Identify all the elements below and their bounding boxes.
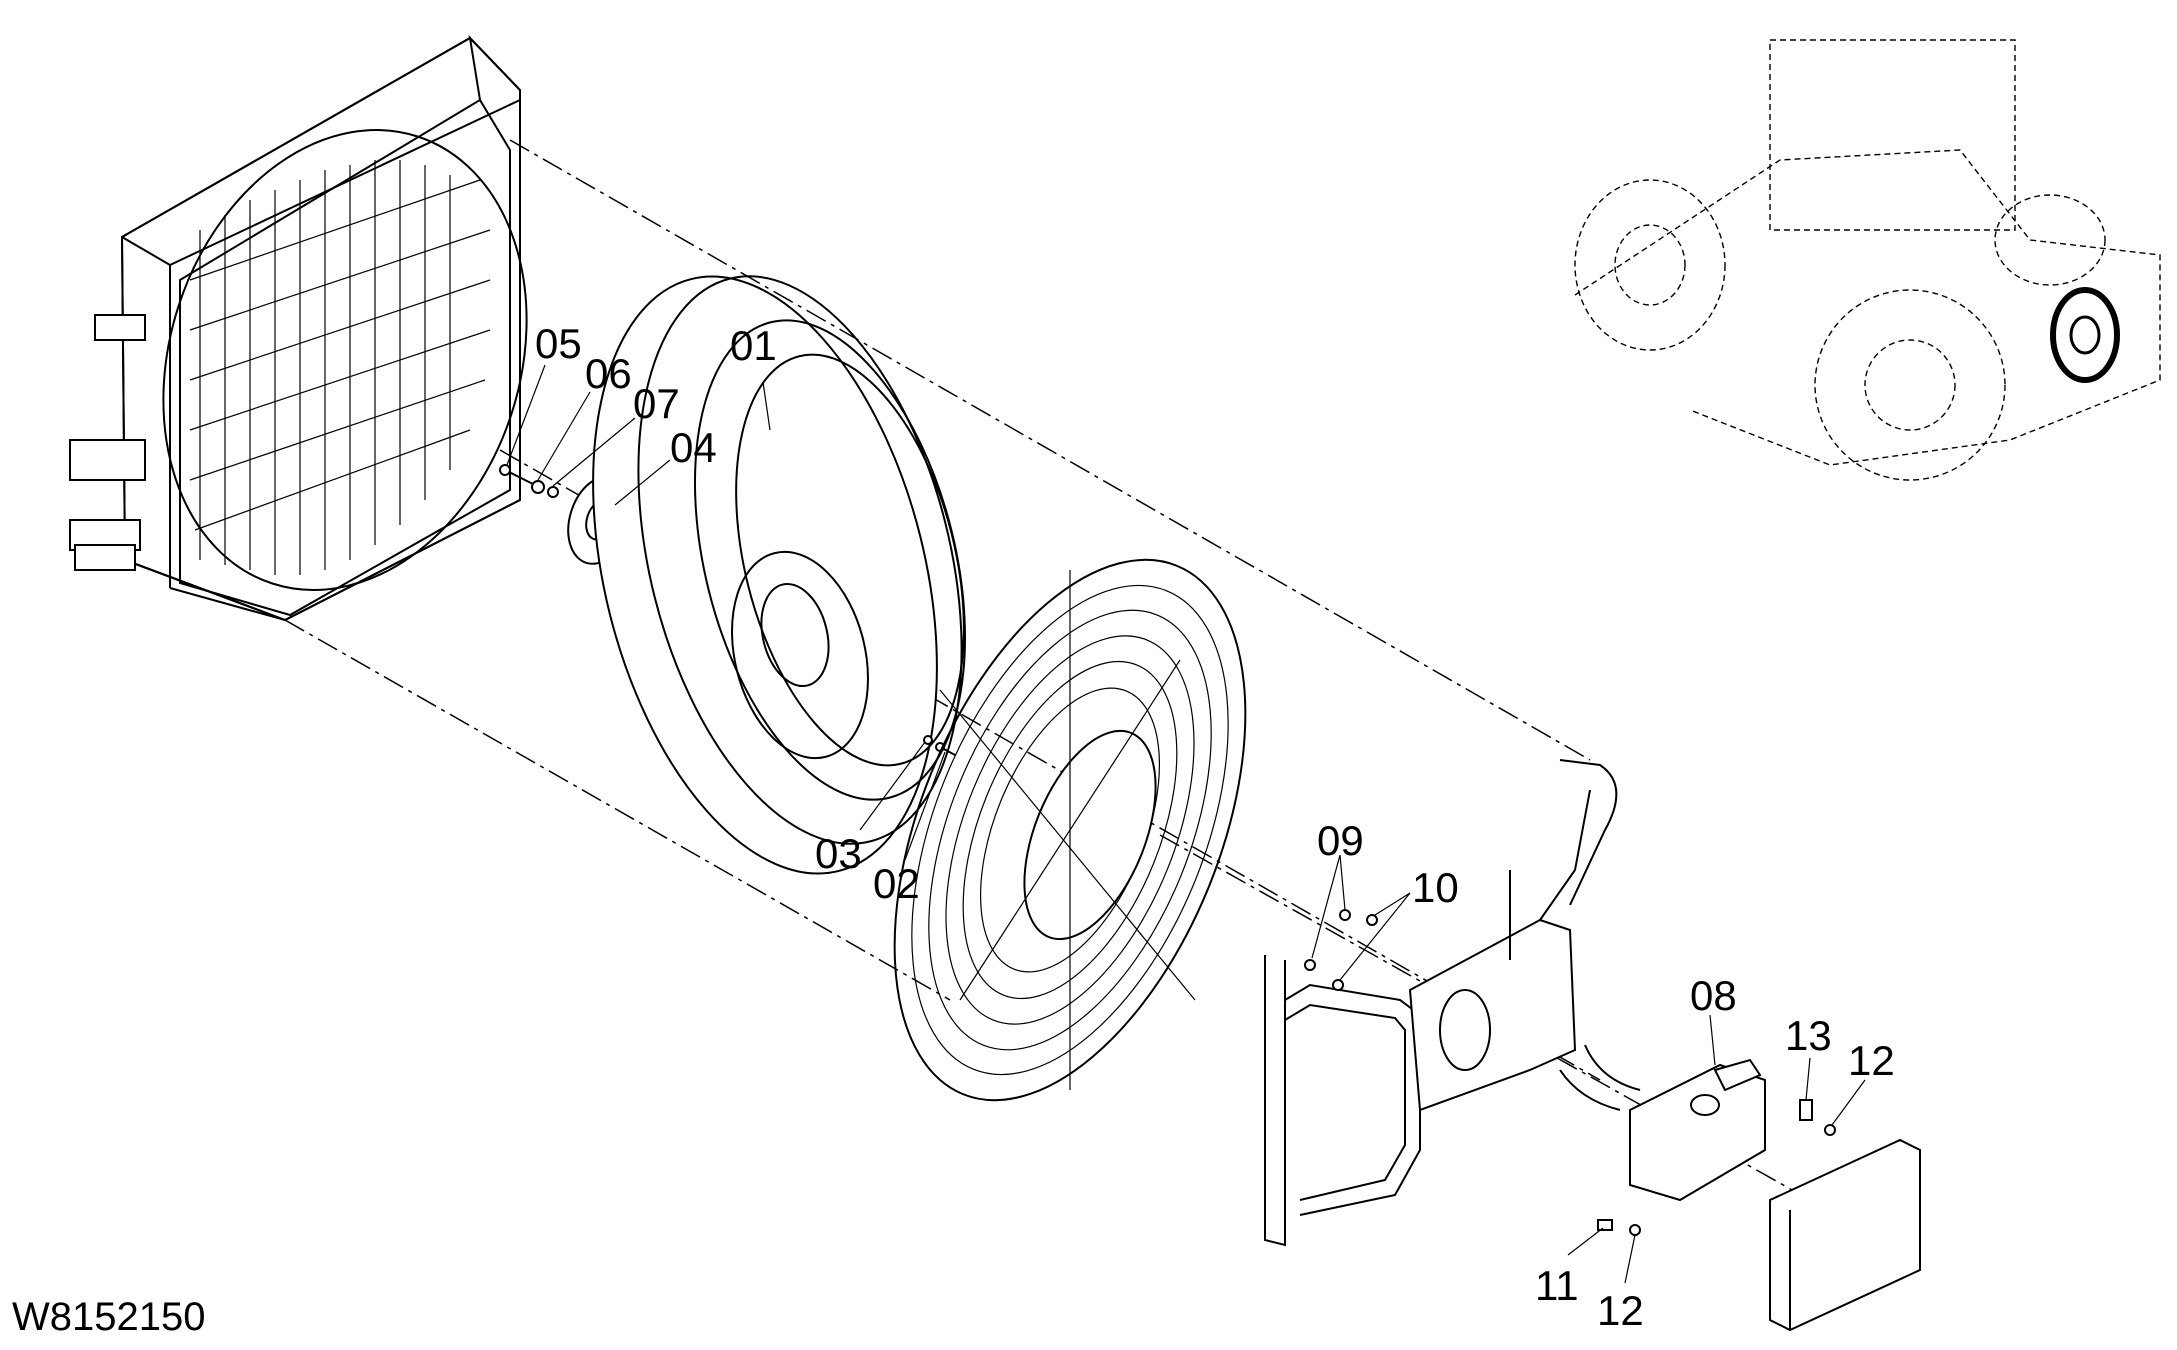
tractor-locator-view: [1574, 39, 2161, 481]
reservoir-08: [1559, 1044, 1766, 1202]
label-06: 06: [585, 350, 632, 397]
label-08: 08: [1690, 972, 1737, 1019]
screw-12-right: [1824, 1124, 1836, 1136]
label-11: 11: [1535, 1262, 1579, 1309]
bolt-05: [499, 464, 536, 486]
clip-11: [1597, 1219, 1613, 1231]
panel-cover: [1769, 1138, 1921, 1332]
label-05: 05: [535, 320, 582, 367]
label-07: 07: [633, 380, 680, 427]
bolt-09a: [1339, 909, 1351, 921]
washer-07: [547, 486, 559, 498]
label-12-bottom: 12: [1597, 1287, 1644, 1334]
mounting-bracket: [1264, 759, 1618, 1247]
label-13: 13: [1785, 1012, 1832, 1059]
fan-01: [592, 275, 966, 875]
drawing-id: W8152150: [12, 1295, 205, 1339]
clip-13: [1799, 1099, 1813, 1121]
label-09: 09: [1317, 817, 1364, 864]
washer-06: [531, 480, 545, 494]
fan-guard: [893, 558, 1247, 1102]
label-02: 02: [873, 860, 920, 907]
washer-03: [923, 735, 933, 745]
washer-10b: [1332, 979, 1344, 991]
leader-lines: [506, 364, 1866, 1284]
radiator-shroud: [69, 35, 528, 622]
radiator-core-mesh: [189, 160, 491, 575]
part-labels: 01 05 06 07 04 03 02 09 10 08 13 12 11 1…: [535, 320, 1895, 1334]
label-03: 03: [815, 830, 862, 877]
washer-10a: [1366, 914, 1378, 926]
label-12-right: 12: [1848, 1037, 1895, 1084]
bolt-09b: [1304, 959, 1316, 971]
screw-12-bottom: [1629, 1224, 1641, 1236]
label-04: 04: [670, 424, 717, 471]
label-10: 10: [1412, 864, 1459, 911]
label-01: 01: [730, 322, 777, 369]
